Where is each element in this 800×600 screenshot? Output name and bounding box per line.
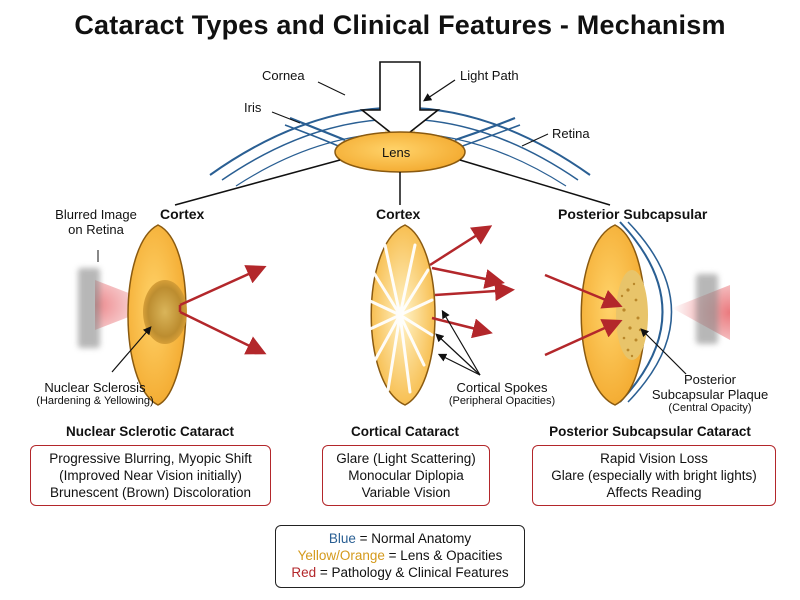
legend-blue-word: Blue <box>328 531 356 546</box>
nuclear-sclerosis-annotation: Nuclear Sclerosis (Hardening & Yellowing… <box>10 380 180 408</box>
legend-red-row: Red = Pathology & Clinical Features <box>276 564 524 581</box>
psc-feature-item: Glare (especially with bright lights) <box>551 468 757 483</box>
psc-plaque-sublabel: (Central Opacity) <box>668 402 752 414</box>
blurred-image-label: Blurred Image on Retina <box>40 207 152 237</box>
psc-features-box: Rapid Vision Loss Glare (especially with… <box>532 445 776 506</box>
cortical-feature-item: Monocular Diplopia <box>348 468 464 483</box>
cortical-panel-header: Cortex <box>376 206 421 222</box>
psc-plaque-annotation: Posterior Subcapsular Plaque (Central Op… <box>648 372 772 415</box>
legend-red-text: = Pathology & Clinical Features <box>316 565 509 580</box>
nuclear-section-title: Nuclear Sclerotic Cataract <box>65 424 235 439</box>
nuclear-features-box: Progressive Blurring, Myopic Shift (Impr… <box>30 445 271 506</box>
color-legend: Blue = Normal Anatomy Yellow/Orange = Le… <box>275 525 525 588</box>
page-title: Cataract Types and Clinical Features - M… <box>74 10 726 40</box>
cortical-lens-illustration <box>366 224 515 406</box>
cornea-label: Cornea <box>262 68 305 83</box>
nuclear-sclerosis-label: Nuclear Sclerosis <box>44 380 146 395</box>
light-path-label: Light Path <box>460 68 519 83</box>
legend-blue-row: Blue = Normal Anatomy <box>276 530 524 547</box>
nuclear-feature-item: Brunescent (Brown) Discoloration <box>49 485 252 500</box>
legend-yellow-row: Yellow/Orange = Lens & Opacities <box>276 547 524 564</box>
blurred-image-label-line-2: on Retina <box>68 222 124 237</box>
psc-feature-item: Rapid Vision Loss <box>600 451 708 466</box>
cortical-features-box: Glare (Light Scattering) Monocular Diplo… <box>322 445 490 506</box>
retina-label: Retina <box>552 126 590 141</box>
nuclear-panel-header: Cortex <box>160 206 205 222</box>
legend-blue-text: = Normal Anatomy <box>355 531 472 546</box>
nuclear-sclerosis-sublabel: (Hardening & Yellowing) <box>36 395 154 407</box>
psc-plaque-label-line-2: Subcapsular Plaque <box>651 387 769 402</box>
lens-label: Lens <box>382 145 411 160</box>
cortical-spokes-sublabel: (Peripheral Opacities) <box>448 395 556 407</box>
legend-red-word: Red <box>291 565 317 580</box>
nuclear-feature-item: (Improved Near Vision initially) <box>59 468 242 483</box>
cortical-feature-item: Glare (Light Scattering) <box>336 451 476 466</box>
nuclear-lens-illustration <box>78 224 267 406</box>
cortical-spokes-label: Cortical Spokes <box>456 380 548 395</box>
cortical-feature-item: Variable Vision <box>361 485 451 500</box>
eye-anatomy <box>174 61 611 206</box>
psc-feature-item: Affects Reading <box>606 485 702 500</box>
iris-label: Iris <box>244 100 262 115</box>
cortical-section-title: Cortical Cataract <box>350 424 460 439</box>
psc-panel-header: Posterior Subcapsular <box>558 206 708 222</box>
legend-yellow-text: = Lens & Opacities <box>384 548 503 563</box>
cortical-spokes-annotation: Cortical Spokes (Peripheral Opacities) <box>432 380 572 408</box>
legend-yellow-word: Yellow/Orange <box>297 548 385 563</box>
blurred-image-label-line-1: Blurred Image <box>55 207 137 222</box>
psc-plaque-label-line-1: Posterior <box>683 372 737 387</box>
psc-lens-illustration <box>544 221 730 406</box>
psc-section-title: Posterior Subcapsular Cataract <box>549 424 751 439</box>
nuclear-feature-item: Progressive Blurring, Myopic Shift <box>49 451 252 466</box>
